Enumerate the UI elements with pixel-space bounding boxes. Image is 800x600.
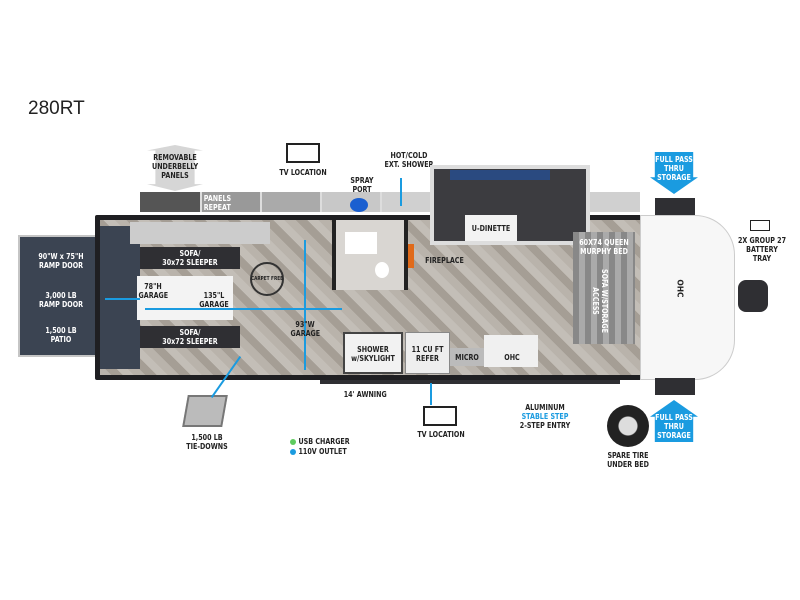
sofa-bottom-label: SOFA/ 30x72 SLEEPER	[162, 328, 218, 346]
tv-icon	[286, 143, 320, 163]
ramp-weight-label: 3,000 LB RAMP DOOR	[38, 291, 84, 309]
front-storage-top	[655, 198, 695, 215]
murphy-bed	[573, 232, 635, 344]
bathroom	[332, 220, 408, 290]
front-storage-bottom	[655, 378, 695, 395]
ohc-front-label: OHC	[675, 279, 685, 298]
battery-label: 2X GROUP 27 BATTERY TRAY	[737, 236, 787, 263]
usb-label: USB CHARGER	[298, 437, 350, 446]
shower-label: SHOWER w/SKYLIGHT	[351, 345, 395, 363]
panels-repeat-label: PANELS REPEAT	[203, 194, 232, 212]
garage-table	[137, 276, 233, 320]
spray-port-icon	[350, 198, 368, 212]
sofa-top	[140, 247, 240, 269]
kitchen-counter	[484, 335, 538, 367]
garage-length-arrow	[145, 308, 342, 310]
ramp-door	[18, 235, 98, 357]
sink	[345, 232, 377, 254]
sofa-top-label: SOFA/ 30x72 SLEEPER	[162, 249, 218, 267]
pass-thru-top-label: FULL PASS THRU STORAGE	[655, 155, 693, 182]
dinette-cushion	[450, 170, 550, 180]
garage-height-arrow	[105, 298, 140, 300]
garage-width-arrow	[304, 240, 306, 370]
murphy-bed-label: 60X74 QUEEN MURPHY BED	[579, 238, 629, 256]
sofa-storage-label: SOFA W/STORAGE ACCESS	[591, 269, 609, 333]
tie-downs-label: 1,500 LB TIE-DOWNS	[186, 433, 228, 451]
model-title: 280RT	[28, 98, 85, 119]
sofa-bottom	[140, 326, 240, 348]
garage-wall	[100, 226, 140, 369]
toilet	[375, 262, 389, 278]
ext-shower-label: HOT/COLD EXT. SHOWER	[384, 151, 434, 169]
spare-tire-icon	[607, 405, 649, 447]
carpet-free-label: CARPET FREE	[250, 276, 284, 282]
patio-label: 1,500 LB PATIO	[45, 326, 77, 344]
u-dinette-label: U-DINETTE	[471, 224, 511, 233]
underbelly-label: REMOVABLE UNDERBELLY PANELS	[152, 153, 199, 180]
micro-label: MICRO	[455, 353, 479, 362]
dinette-table	[465, 215, 517, 241]
pass-thru-bottom-label: FULL PASS THRU STORAGE	[655, 413, 693, 440]
underbelly-arrow-icon	[147, 145, 203, 191]
garage-height-label: 78"H GARAGE	[138, 282, 169, 300]
step-label-3: 2-STEP ENTRY	[519, 421, 571, 430]
garage-width-label: 93"W GARAGE	[290, 320, 321, 338]
fireplace-icon	[408, 244, 414, 268]
spare-tire-label: SPARE TIRE UNDER BED	[607, 451, 649, 469]
outlet-label: 110V OUTLET	[298, 447, 347, 456]
refer-label: 11 CU FT REFER	[411, 345, 444, 363]
outlet-dot-icon	[290, 449, 296, 455]
spray-port-label: SPRAY PORT	[350, 176, 374, 194]
step-label-1: ALUMINUM	[525, 403, 565, 412]
front-cap	[640, 215, 735, 380]
tv-bottom-icon	[423, 406, 457, 426]
tv-location-top-label: TV LOCATION	[279, 168, 327, 177]
gear-shelf	[130, 222, 270, 244]
shower	[343, 332, 403, 374]
awning-label: 14' AWNING	[343, 390, 387, 399]
hitch	[738, 280, 768, 312]
fireplace-label: FIREPLACE	[425, 256, 464, 265]
battery-icon	[750, 220, 770, 231]
tv-location-bottom-label: TV LOCATION	[417, 430, 465, 439]
awning	[320, 380, 620, 384]
carpet-free-badge	[250, 262, 284, 296]
ramp-size-label: 90"W x 75"H RAMP DOOR	[38, 252, 84, 270]
ohc-kitchen-label: OHC	[504, 353, 520, 362]
tie-down-icon	[182, 395, 228, 427]
microwave	[450, 348, 484, 366]
usb-dot-icon	[290, 439, 296, 445]
step-label-2: STABLE STEP	[521, 412, 569, 421]
garage-length-label: 135"L GARAGE	[199, 291, 229, 309]
refrigerator	[405, 332, 450, 374]
